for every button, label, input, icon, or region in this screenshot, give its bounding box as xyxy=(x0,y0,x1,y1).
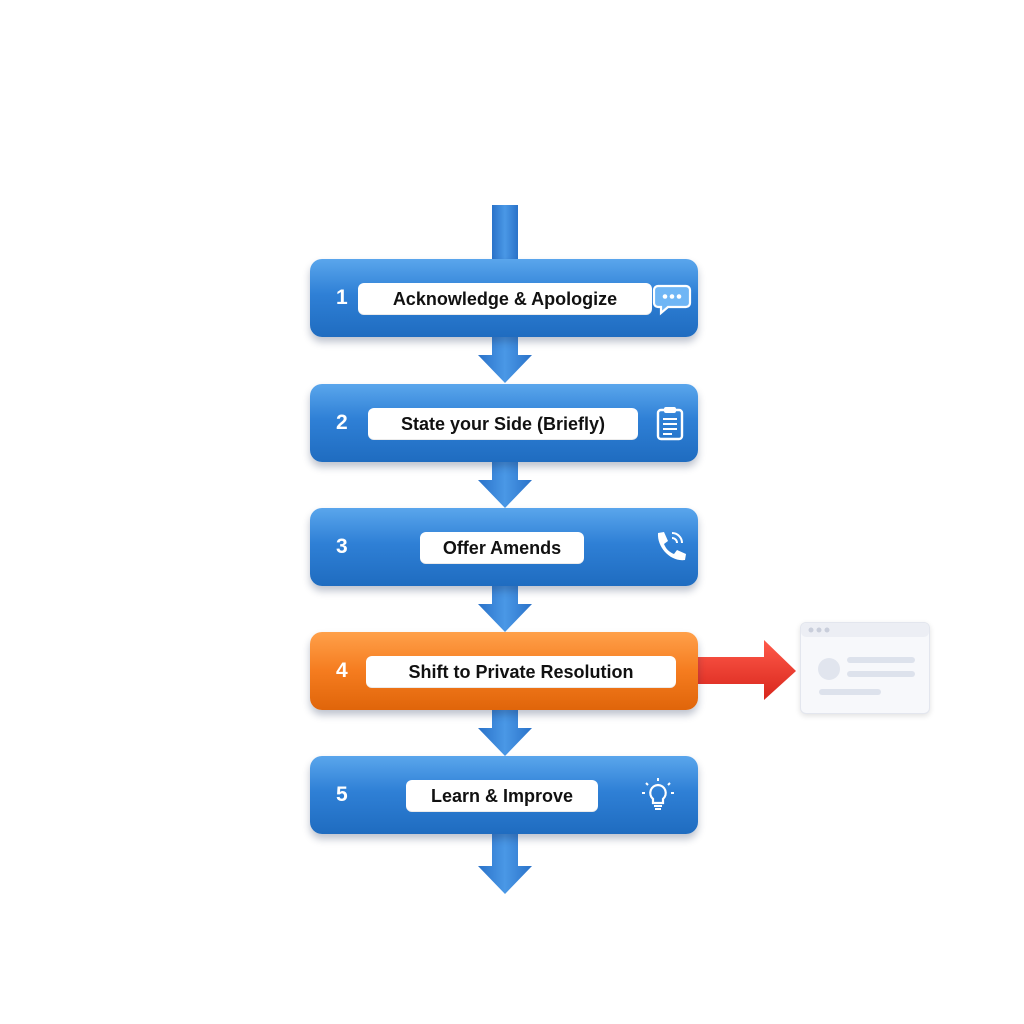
step-number: 5 xyxy=(336,783,348,806)
step-3: 3 Offer Amends xyxy=(310,508,698,586)
step-number: 4 xyxy=(336,659,348,682)
step-label: Learn & Improve xyxy=(406,780,598,812)
entry-arrow-shaft xyxy=(492,205,518,265)
step-label: State your Side (Briefly) xyxy=(368,408,638,440)
arrow-step1-to-step2 xyxy=(478,335,532,383)
step-1: 1 Acknowledge & Apologize xyxy=(310,259,698,337)
step-4: 4 Shift to Private Resolution xyxy=(310,632,698,710)
step-5: 5 Learn & Improve xyxy=(310,756,698,834)
arrow-step3-to-step4 xyxy=(478,584,532,632)
browser-window-icon xyxy=(800,622,930,714)
exit-arrow xyxy=(478,832,532,894)
arrow-step4-to-step5 xyxy=(478,708,532,756)
chat-bubble-icon xyxy=(652,284,692,316)
side-arrow-to-private xyxy=(696,640,796,700)
step-label: Offer Amends xyxy=(420,532,584,564)
step-2: 2 State your Side (Briefly) xyxy=(310,384,698,462)
arrow-step2-to-step3 xyxy=(478,460,532,508)
lightbulb-icon xyxy=(642,778,674,810)
step-label: Shift to Private Resolution xyxy=(366,656,676,688)
step-number: 1 xyxy=(336,286,348,309)
step-number: 2 xyxy=(336,411,348,434)
phone-icon xyxy=(657,532,686,561)
clipboard-icon xyxy=(656,407,684,441)
step-number: 3 xyxy=(336,535,348,558)
step-label: Acknowledge & Apologize xyxy=(358,283,652,315)
